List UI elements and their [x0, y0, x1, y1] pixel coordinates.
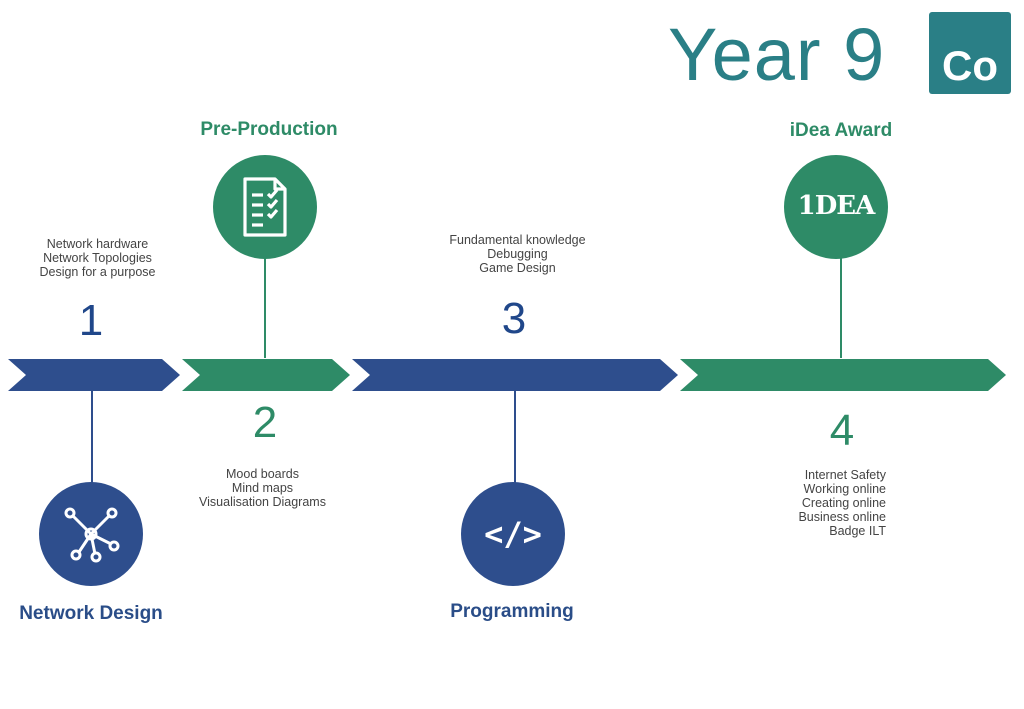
stage-4-connector	[840, 258, 842, 358]
page-title: Year 9	[668, 13, 886, 96]
stage-1-item: Network hardware	[46, 237, 149, 251]
stage-4-item: Business online	[798, 510, 886, 524]
stage-4-item: Internet Safety	[804, 468, 886, 482]
stage-4-item: Working online	[803, 482, 886, 496]
stage-4-item: Creating online	[801, 496, 886, 510]
stage-1-number: 1	[78, 296, 104, 345]
arrow-segment-1	[8, 359, 180, 391]
arrow-segment-3	[352, 359, 678, 391]
stage-3-item: Game Design	[479, 261, 556, 275]
stage-3-item: Fundamental knowledge	[449, 233, 586, 247]
stage-2-item: Mood boards	[226, 467, 299, 481]
stage-2-number: 2	[252, 398, 278, 447]
stage-3-heading: Programming	[450, 601, 574, 622]
stage-1-heading: Network Design	[19, 603, 163, 624]
checklist-document-icon	[243, 177, 287, 237]
code-brackets-icon: </>	[484, 515, 542, 553]
stage-3-circle: </>	[461, 482, 565, 586]
stage-2-circle	[213, 155, 317, 259]
stage-4-items: Internet Safety Working online Creating …	[736, 468, 886, 538]
logo-text: Co	[942, 42, 998, 89]
network-nodes-icon	[64, 507, 120, 563]
stage-2-heading: Pre-Production	[200, 119, 338, 140]
stage-1-connector	[91, 390, 93, 485]
stage-1-circle	[39, 482, 143, 586]
stage-1-item: Design for a purpose	[39, 265, 156, 279]
arrow-segment-4	[680, 359, 1006, 391]
stage-3-items: Fundamental knowledge Debugging Game Des…	[435, 233, 600, 275]
stage-2-item: Mind maps	[231, 481, 294, 495]
idea-logo-icon: 1DEA	[797, 191, 876, 221]
stage-4-heading: iDea Award	[789, 120, 893, 141]
stage-1-items: Network hardware Network Topologies Desi…	[20, 237, 175, 279]
stage-2-connector	[264, 258, 266, 358]
arrow-segment-2	[182, 359, 350, 391]
stage-3-connector	[514, 390, 516, 485]
stage-2-items: Mood boards Mind maps Visualisation Diag…	[185, 467, 340, 509]
stage-4-circle: 1DEA	[784, 155, 888, 259]
computing-logo: Co	[929, 12, 1011, 94]
stage-4-number: 4	[829, 406, 855, 455]
timeline-arrows	[8, 359, 1006, 391]
stage-3-item: Debugging	[487, 247, 548, 261]
stage-4-item: Badge ILT	[829, 524, 886, 538]
stage-1-item: Network Topologies	[43, 251, 152, 265]
stage-2-item: Visualisation Diagrams	[199, 495, 326, 509]
stage-3-number: 3	[501, 294, 527, 343]
